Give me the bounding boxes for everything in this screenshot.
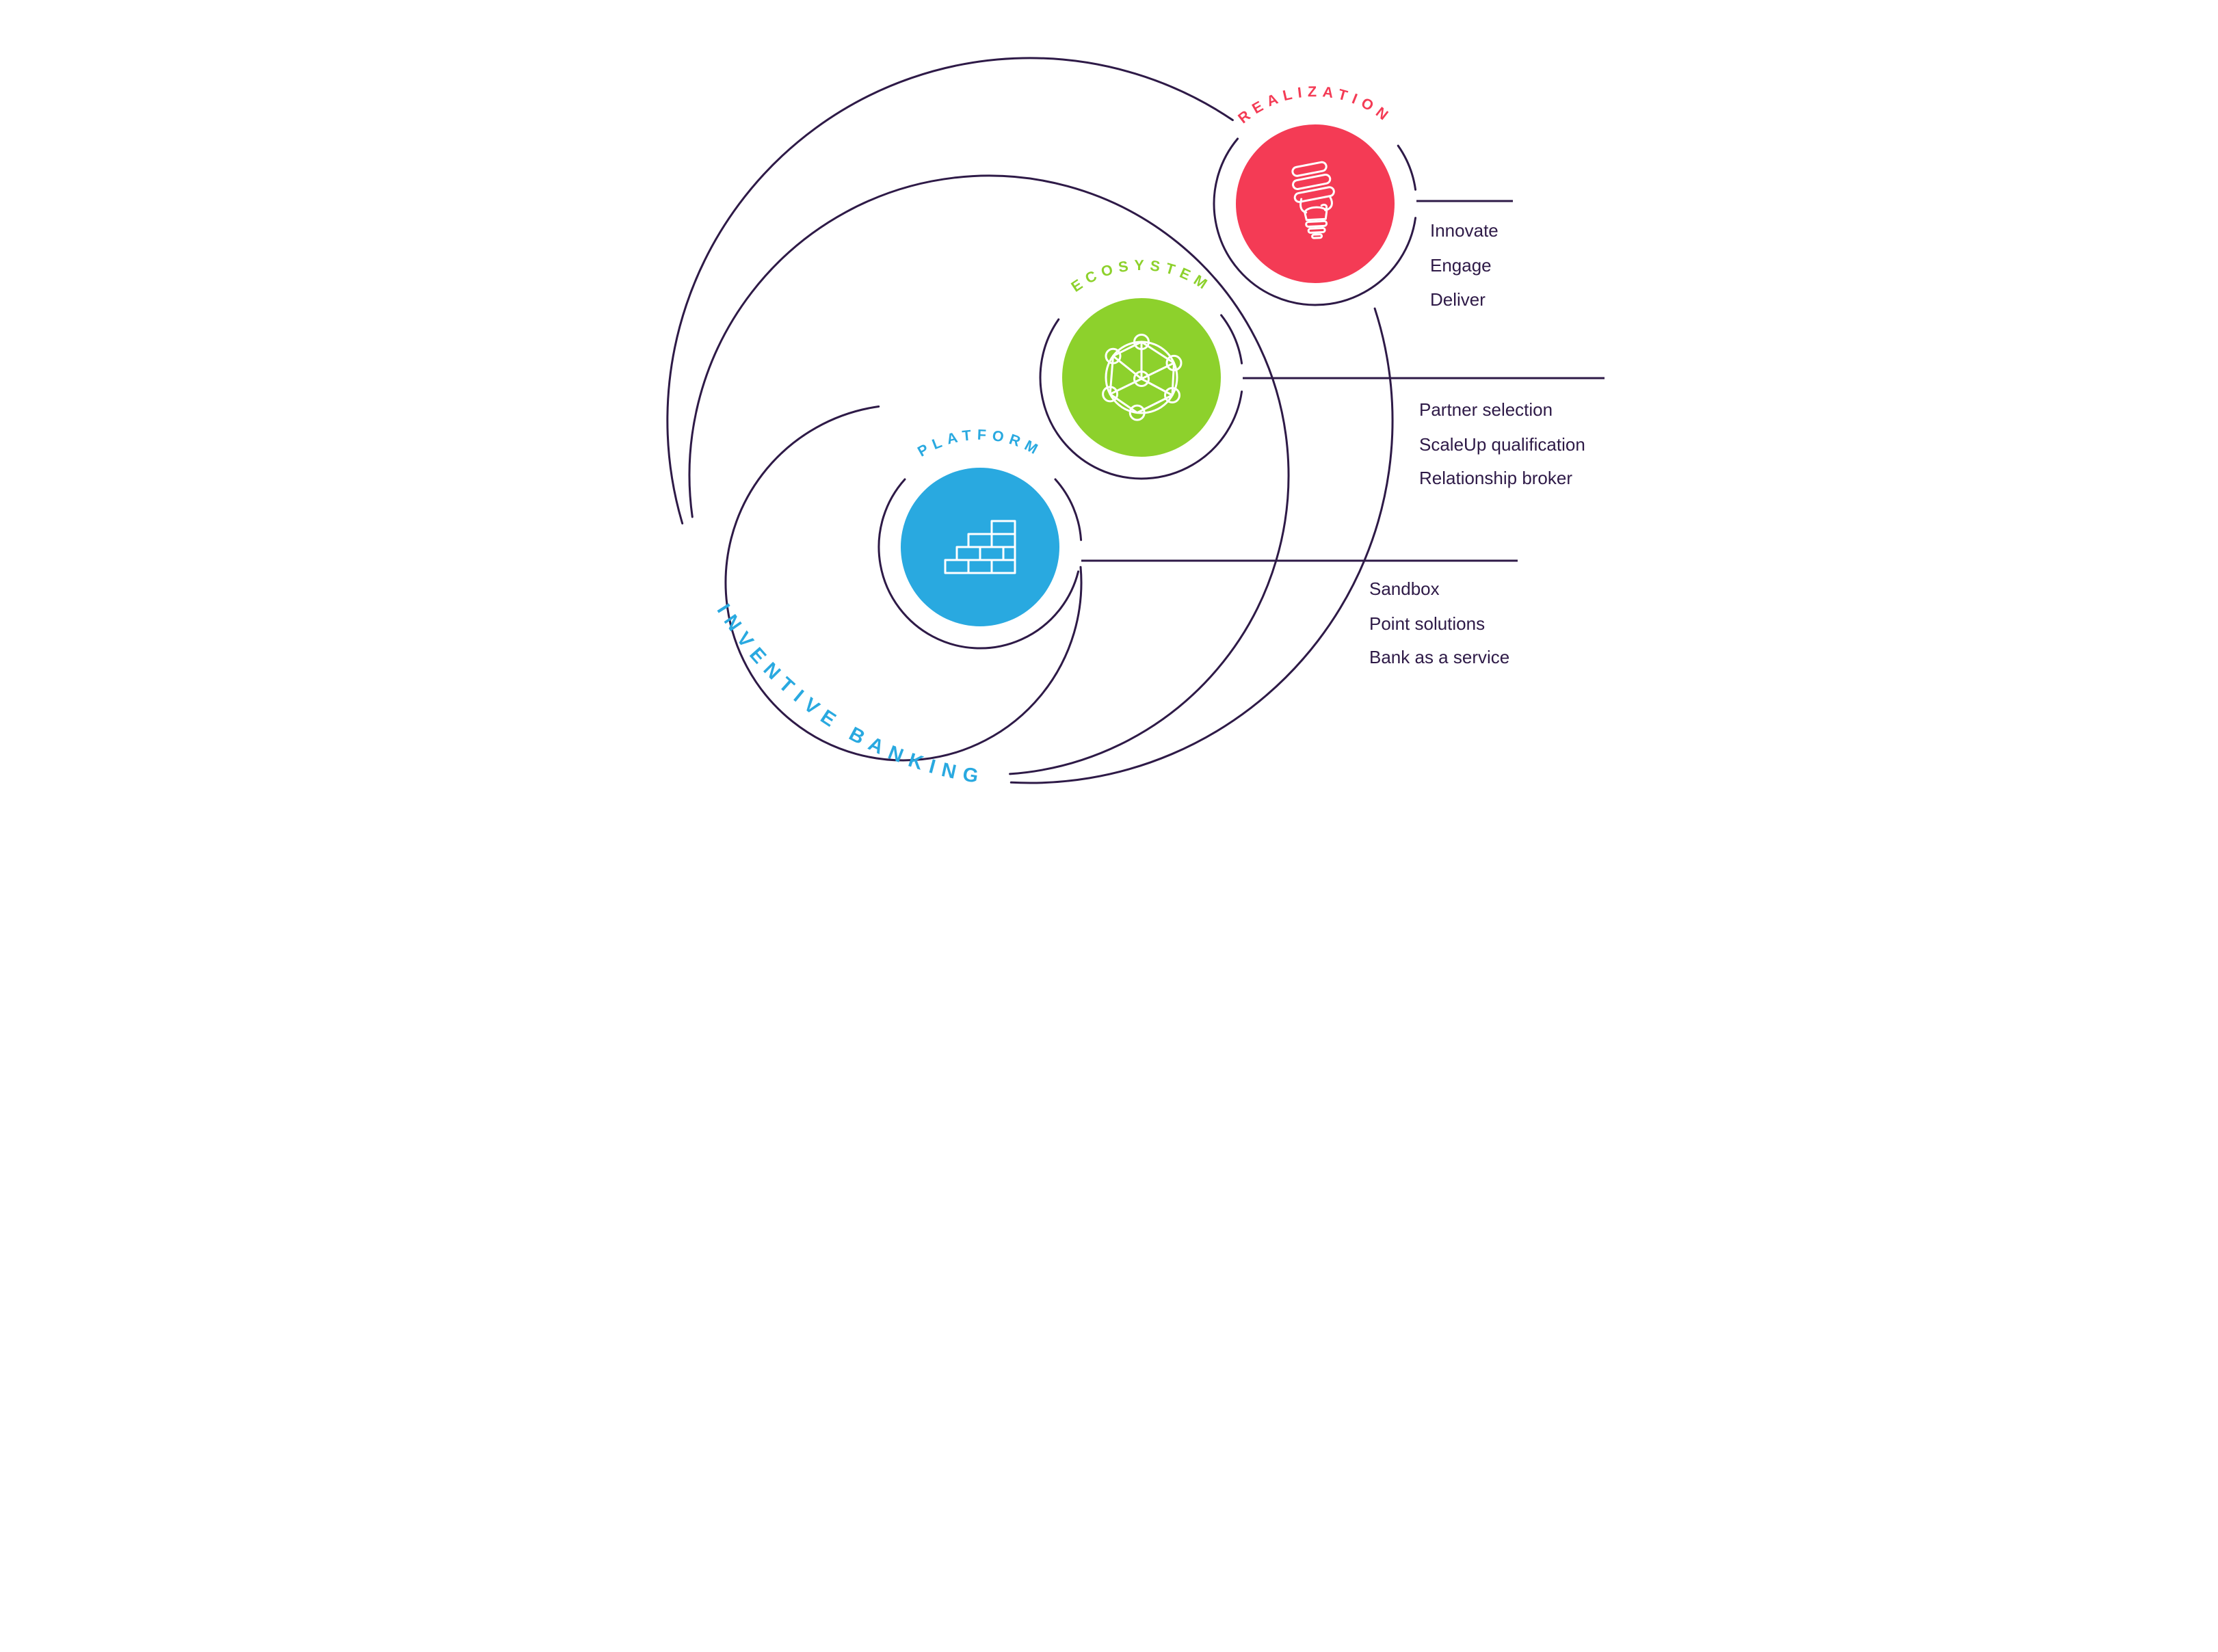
middle-orbit-arc bbox=[688, 174, 1290, 775]
network-icon bbox=[1101, 334, 1182, 421]
realization-item: Engage bbox=[1430, 255, 1492, 276]
connector-lines bbox=[1081, 200, 1605, 562]
ecosystem-item: ScaleUp qualification bbox=[1419, 434, 1585, 455]
realization-ring-arc-upper bbox=[1397, 144, 1416, 191]
realization-circle bbox=[1235, 124, 1395, 283]
ecosystem-ring-arc-upper bbox=[1219, 314, 1243, 364]
orbit-arcs bbox=[665, 57, 1394, 784]
platform-ring-arc-main bbox=[877, 478, 1079, 650]
realization-item: Deliver bbox=[1430, 289, 1486, 310]
platform-node: PLATFORM bbox=[877, 427, 1082, 650]
outer-orbit-arc-right bbox=[1009, 307, 1394, 784]
realization-ring-arc-main bbox=[1213, 137, 1416, 306]
inventive-banking-diagram: PLATFORM bbox=[554, 0, 1664, 826]
realization-item: Innovate bbox=[1430, 220, 1499, 241]
ecosystem-item: Relationship broker bbox=[1419, 468, 1572, 488]
platform-item: Sandbox bbox=[1369, 578, 1440, 599]
inner-orbit-arc bbox=[724, 405, 1082, 762]
platform-item: Point solutions bbox=[1369, 613, 1485, 634]
platform-ring-arc-upper bbox=[1054, 478, 1082, 542]
cfl-lightbulb-icon bbox=[1291, 161, 1335, 239]
ecosystem-ring-arc-main bbox=[1039, 318, 1243, 480]
bricks-icon bbox=[944, 520, 1016, 574]
ecosystem-item: Partner selection bbox=[1419, 399, 1553, 420]
network-nodes bbox=[1101, 334, 1182, 421]
platform-item: Bank as a service bbox=[1369, 647, 1509, 667]
item-labels: Innovate Engage Deliver Partner selectio… bbox=[1369, 220, 1585, 667]
outer-orbit-arc-left bbox=[665, 57, 1234, 524]
